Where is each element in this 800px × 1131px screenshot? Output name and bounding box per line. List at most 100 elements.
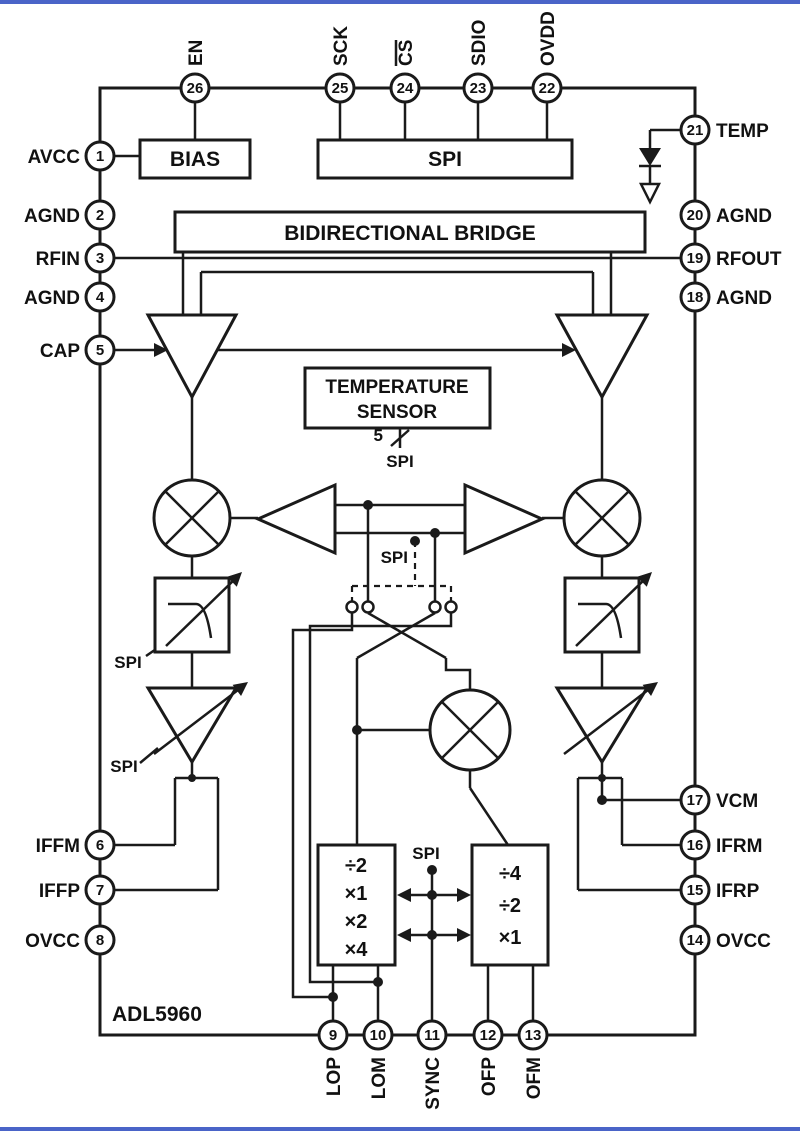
- pin-17-vcm: 17 VCM: [679, 784, 758, 816]
- pin-label: OFP: [479, 1057, 500, 1096]
- pin-3-rfin: 3 RFIN: [36, 242, 116, 274]
- top-frame-line: [0, 0, 800, 4]
- pin-label: SCK: [331, 26, 352, 66]
- pin-number: 15: [687, 882, 704, 899]
- offset-divider-row1: ÷4: [499, 863, 522, 885]
- pin-6-iffm: 6 IFFM: [36, 829, 116, 861]
- part-number: ADL5960: [112, 1003, 202, 1026]
- spi-control-dashed-lines: [350, 541, 453, 601]
- pin-number: 1: [96, 148, 104, 165]
- pin-5-cap: 5 CAP: [40, 334, 116, 366]
- pin-label: RFOUT: [716, 249, 782, 270]
- pin-number: 20: [687, 207, 704, 224]
- temp-spi-bus-label: SPI: [386, 452, 413, 471]
- pin-number: 26: [187, 80, 204, 97]
- bias-label: BIAS: [170, 148, 220, 171]
- spi-bus-width: 5: [374, 426, 383, 445]
- junction-dots: [188, 500, 607, 1002]
- temp-diode: [638, 148, 662, 205]
- spi-label: SPI: [428, 148, 462, 171]
- pin-label: SDIO: [469, 20, 490, 66]
- offset-mixer: [428, 688, 512, 772]
- pin-label: EN: [186, 40, 207, 66]
- pin-7-iffp: 7 IFFP: [39, 874, 116, 906]
- pin-number: 19: [687, 250, 704, 267]
- bidirectional-bridge-box: [173, 210, 647, 254]
- pin-number: 10: [370, 1027, 387, 1044]
- pin-label: VCM: [716, 791, 758, 812]
- pin-number: 18: [687, 289, 704, 306]
- offset-divider-row2: ÷2: [499, 895, 521, 917]
- filter-spi-label: SPI: [114, 653, 141, 672]
- pin-label: RFIN: [36, 249, 80, 270]
- pin-label: IFFM: [36, 836, 80, 857]
- pin-label: IFFP: [39, 881, 80, 902]
- bottom-frame-line: [0, 1127, 800, 1131]
- pin-number: 9: [329, 1027, 337, 1044]
- signal-arrowheads: [154, 343, 576, 942]
- if-amp-right: [554, 682, 658, 765]
- reverse-amp: [554, 313, 650, 401]
- mixer-right: [562, 478, 642, 558]
- offset-divider-row3: ×1: [499, 927, 522, 949]
- spi-box: [316, 138, 574, 180]
- if-filter-left: [153, 572, 242, 654]
- forward-amp: [145, 313, 239, 401]
- pin-number: 6: [96, 837, 104, 854]
- lo-amp-right: [463, 482, 546, 556]
- pin-label: AGND: [24, 206, 80, 227]
- lo-divider-row2: ×1: [345, 883, 368, 905]
- pin-8-ovcc: 8 OVCC: [25, 924, 116, 956]
- pin-number: 14: [687, 932, 704, 949]
- lo-divider-row3: ×2: [345, 911, 368, 933]
- pin-number: 12: [480, 1027, 497, 1044]
- mixer-left: [152, 478, 232, 558]
- lo-divider-row4: ×4: [345, 939, 369, 961]
- offset-divider-box: [470, 843, 550, 967]
- temp-sensor-label-line2: SENSOR: [357, 402, 438, 423]
- pin-21-temp: 21 TEMP: [679, 114, 769, 146]
- pin-number: 23: [470, 80, 487, 97]
- pin-20-agnd: 20 AGND: [679, 199, 772, 231]
- bridge-label: BIDIRECTIONAL BRIDGE: [284, 222, 536, 245]
- wires: [114, 102, 681, 1021]
- lo-switch-spi-label: SPI: [381, 548, 408, 567]
- pin-label: CAP: [40, 341, 80, 362]
- if-filter-right: [563, 572, 652, 654]
- pin-label: OVCC: [25, 931, 80, 952]
- pin-label: LOM: [369, 1057, 390, 1099]
- pin-14-ovcc: 14 OVCC: [679, 924, 771, 956]
- pin-number: 7: [96, 882, 104, 899]
- pin-9-lop: 9 LOP: [317, 1019, 349, 1096]
- pin-label: OFM: [524, 1057, 545, 1099]
- pin-13-ofm: 13 OFM: [517, 1019, 549, 1099]
- pin-2-agnd: 2 AGND: [24, 199, 116, 231]
- pin-4-agnd: 4 AGND: [24, 281, 116, 313]
- pin-number: 3: [96, 250, 104, 267]
- lo-switch-contacts: [345, 600, 458, 614]
- pin-number: 13: [525, 1027, 542, 1044]
- pin-label: IFRP: [716, 881, 760, 902]
- pin-label: IFRM: [716, 836, 762, 857]
- pin-label: CS: [396, 40, 417, 66]
- pin-12-ofp: 12 OFP: [472, 1019, 504, 1096]
- pin-label: SYNC: [423, 1057, 444, 1110]
- pin-number: 22: [539, 80, 556, 97]
- pin-label: AGND: [716, 206, 772, 227]
- if-amp-left: [145, 682, 248, 765]
- ifamp-spi-label: SPI: [110, 757, 137, 776]
- lo-divider-row1: ÷2: [345, 855, 367, 877]
- pin-number: 11: [424, 1027, 440, 1044]
- pin-label: AGND: [24, 288, 80, 309]
- lo-divider-box: [316, 843, 397, 967]
- pin-label: AVCC: [28, 147, 81, 168]
- pin-25-sck: 25 SCK: [324, 26, 356, 104]
- bias-box: [138, 138, 252, 180]
- lo-amp-left: [254, 482, 337, 556]
- pin-10-lom: 10 LOM: [362, 1019, 394, 1099]
- pin-16-ifrm: 16 IFRM: [679, 829, 762, 861]
- pin-19-rfout: 19 RFOUT: [679, 242, 782, 274]
- pin-label: AGND: [716, 288, 772, 309]
- pin-number: 24: [397, 80, 414, 97]
